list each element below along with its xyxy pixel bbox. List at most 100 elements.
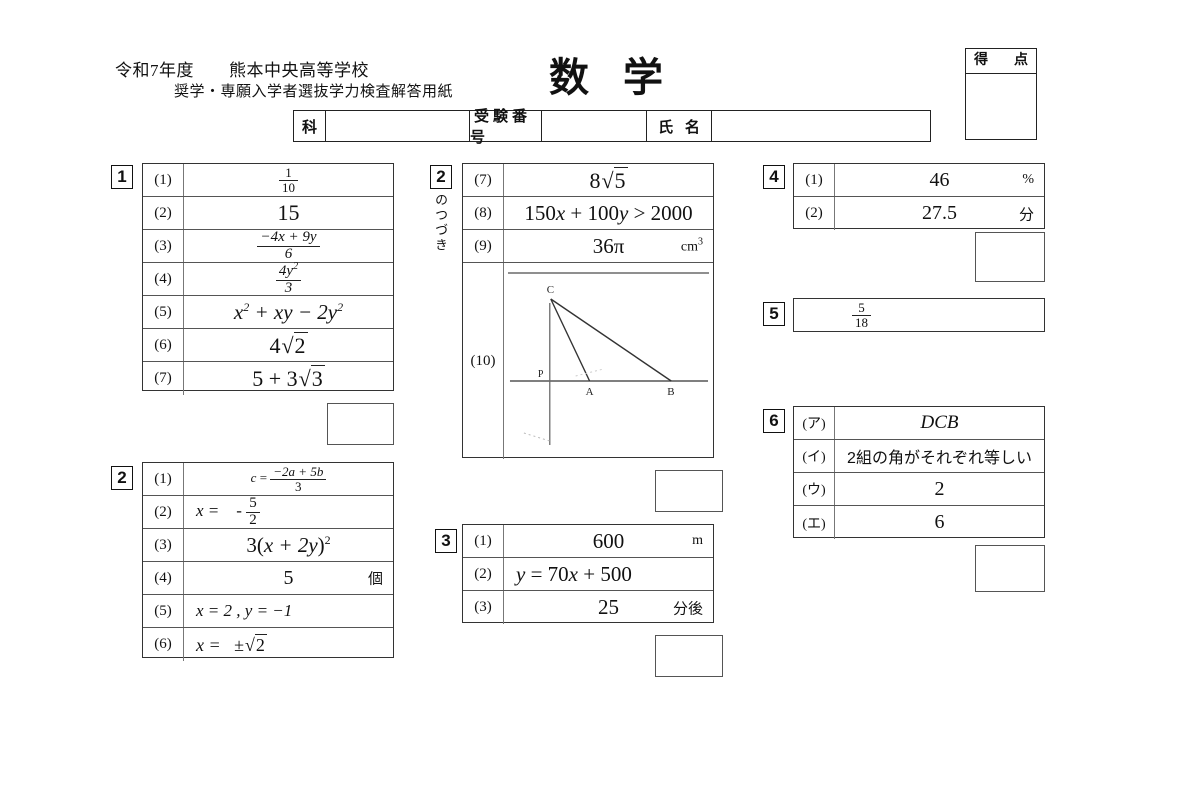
answer-value: 600 — [592, 528, 625, 553]
table-row: (2) 27.5 分 — [794, 197, 1044, 230]
row-answer[interactable]: x = ±√2 — [184, 628, 393, 661]
row-answer[interactable]: 15 — [184, 197, 393, 229]
row-key: (5) — [143, 296, 184, 328]
row-key: (エ) — [794, 506, 835, 539]
row-answer[interactable]: 5 + 3√3 — [184, 362, 393, 395]
exam-number-input[interactable] — [542, 111, 647, 141]
row-answer[interactable]: 2 — [835, 473, 1044, 505]
row-answer[interactable]: 27.5 分 — [835, 197, 1044, 230]
row-answer[interactable]: 25 分後 — [504, 591, 713, 624]
row-key: (4) — [143, 562, 184, 594]
svg-text:A: A — [586, 386, 594, 398]
table-row: (10) C P — [463, 263, 713, 459]
answer-value: 46 — [929, 168, 950, 191]
answer-value: 25 — [598, 595, 619, 619]
row-answer[interactable]: 3(x + 2y)2 — [184, 529, 393, 561]
row-key: (5) — [143, 595, 184, 627]
table-row: (1) 600 m — [463, 525, 713, 558]
school-year-line: 令和7年度 熊本中央高等学校 — [115, 61, 369, 80]
examinee-info-row: 科 受験番号 氏 名 — [293, 109, 931, 146]
name-field-label: 氏 名 — [647, 111, 712, 141]
question-number-4: 4 — [763, 165, 785, 189]
score-box-1[interactable] — [327, 403, 394, 445]
score-box-3[interactable] — [655, 635, 723, 677]
row-unit: % — [1022, 172, 1034, 187]
row-unit: cm3 — [680, 236, 703, 255]
score-box-4[interactable] — [975, 232, 1045, 282]
row-answer-figure[interactable]: C P A B — [504, 263, 713, 459]
answer-value: x = 2 , y = −1 — [196, 601, 293, 620]
row-answer[interactable]: y = 70x + 500 — [504, 558, 713, 590]
row-answer[interactable]: x = 2 , y = −1 — [184, 595, 393, 627]
table-row: (3) 25 分後 — [463, 591, 713, 624]
row-key: (8) — [463, 197, 504, 229]
row-answer[interactable]: 2組の角がそれぞれ等しい — [835, 440, 1044, 472]
table-row: (8) 150x + 100y > 2000 — [463, 197, 713, 230]
name-field-input[interactable] — [712, 111, 930, 141]
row-unit: 分後 — [672, 601, 703, 617]
row-key: (イ) — [794, 440, 835, 472]
row-answer[interactable]: 8√5 — [504, 164, 713, 196]
table-row: (9) 36π cm3 — [463, 230, 713, 263]
row-key: (3) — [143, 230, 184, 262]
question-number-3: 3 — [435, 529, 457, 553]
answer-table-3: (1) 600 m (2) y = 70x + 500 (3) 25 分後 — [462, 524, 714, 624]
exam-number-label: 受験番号 — [470, 109, 542, 146]
answer-value: DCB — [920, 412, 959, 433]
answer-value: 8√5 — [589, 166, 628, 193]
table-row: (3) 3(x + 2y)2 — [143, 529, 393, 562]
exam-title-line: 奨学・専願入学者選抜学力検査解答用紙 — [174, 84, 454, 100]
table-row: (6) x = ±√2 — [143, 628, 393, 661]
answer-value: x2 + xy − 2y2 — [233, 299, 344, 324]
row-answer[interactable]: 4√2 — [184, 329, 393, 361]
row-answer[interactable]: x2 + xy − 2y2 — [184, 296, 393, 328]
subject-field-input[interactable] — [326, 111, 470, 141]
table-row: (5) x = 2 , y = −1 — [143, 595, 393, 628]
row-key: (4) — [143, 263, 184, 295]
svg-text:C: C — [547, 284, 554, 296]
question-number-1: 1 — [111, 165, 133, 189]
row-key: (2) — [463, 558, 504, 590]
table-row: (6) 4√2 — [143, 329, 393, 362]
score-box-6[interactable] — [975, 545, 1045, 592]
row-answer[interactable]: DCB — [835, 407, 1044, 439]
table-row: (2) 15 — [143, 197, 393, 230]
table-row: (ア) DCB — [794, 407, 1044, 440]
total-score-value[interactable] — [966, 74, 1036, 140]
row-answer[interactable]: 600 m — [504, 525, 713, 557]
row-answer[interactable]: 150x + 100y > 2000 — [504, 197, 713, 229]
row-answer[interactable]: 46 % — [835, 164, 1044, 196]
row-key: (1) — [794, 164, 835, 196]
row-answer[interactable]: 36π cm3 — [504, 230, 713, 262]
answer-table-6: (ア) DCB (イ) 2組の角がそれぞれ等しい (ウ) 2 (エ) 6 — [793, 406, 1045, 539]
score-box-2-cont[interactable] — [655, 470, 723, 512]
table-row: (7) 8√5 — [463, 164, 713, 197]
geometry-figure: C P A B — [507, 272, 710, 445]
row-key: (1) — [143, 463, 184, 495]
row-key: (10) — [463, 263, 504, 459]
answer-value: 6 — [934, 511, 945, 533]
row-answer[interactable]: 6 — [835, 506, 1044, 539]
row-key: (7) — [463, 164, 504, 196]
total-score-label: 得 点 — [966, 49, 1036, 74]
table-row: (イ) 2組の角がそれぞれ等しい — [794, 440, 1044, 473]
row-key: (2) — [794, 197, 835, 230]
row-answer[interactable]: 5 個 — [184, 562, 393, 594]
